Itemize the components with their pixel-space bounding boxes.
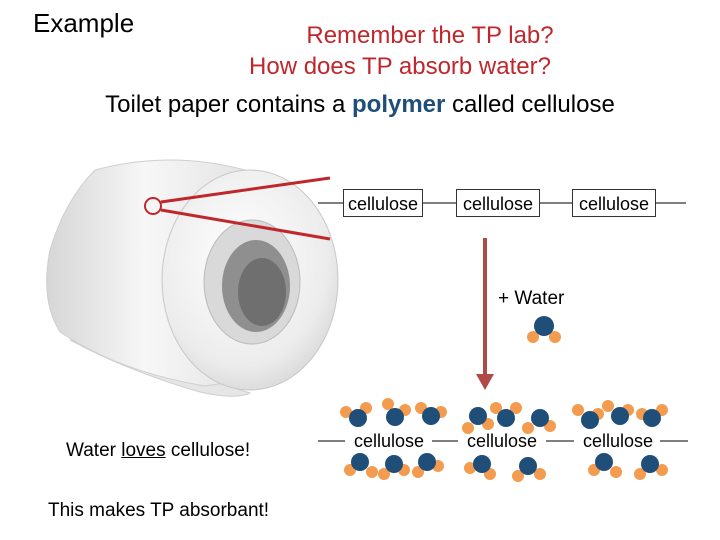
cellulose-unit-bottom-1: cellulose <box>345 427 433 455</box>
polymer-term: polymer <box>352 91 445 118</box>
loves-caption-prefix: Water <box>66 440 121 461</box>
loves-caption-suffix: cellulose! <box>166 440 251 461</box>
water-molecule-icon <box>527 316 561 343</box>
toilet-paper-roll-image <box>47 160 338 396</box>
title-line-2: How does TP absorb water? <box>120 53 680 81</box>
title-line-3: Toilet paper contains a polymer called c… <box>0 91 720 119</box>
cellulose-unit-bottom-3: cellulose <box>574 427 662 455</box>
cellulose-unit-top-3: cellulose <box>572 189 656 217</box>
cellulose-unit-top-1: cellulose <box>343 189 423 217</box>
title-line-3-suffix: called cellulose <box>445 91 614 118</box>
absorbant-caption: This makes TP absorbant! <box>48 500 269 522</box>
reaction-arrow <box>476 238 494 390</box>
loves-caption: Water loves cellulose! <box>66 440 250 462</box>
cellulose-unit-top-2: cellulose <box>456 189 540 217</box>
corner-label: Example <box>33 8 134 39</box>
cellulose-unit-bottom-2: cellulose <box>458 427 546 455</box>
title-line-3-prefix: Toilet paper contains a <box>105 91 352 118</box>
loves-word: loves <box>121 440 165 461</box>
plus-water-label: + Water <box>498 288 564 310</box>
title-line-1: Remember the TP lab? <box>150 22 710 50</box>
